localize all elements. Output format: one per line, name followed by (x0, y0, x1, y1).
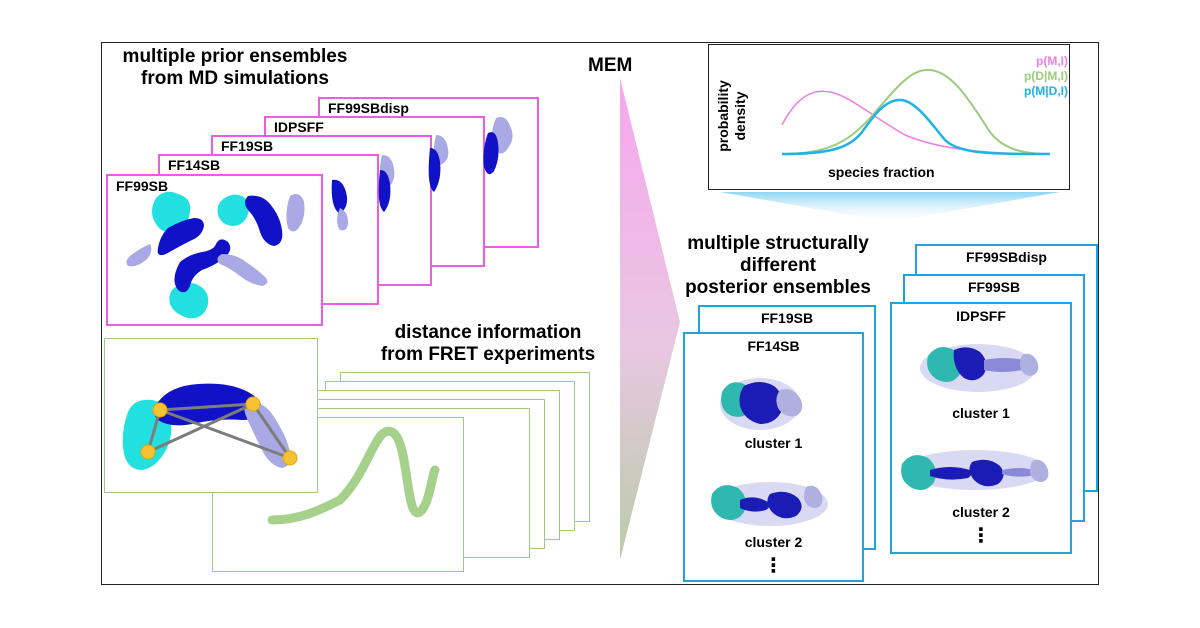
cluster-structure-left-1 (720, 378, 803, 430)
prior-structure-back (331, 117, 513, 231)
prior-card-label: FF99SB (116, 178, 169, 194)
more-clusters-ellipsis: ⋮ (763, 555, 784, 577)
plot-glow-arrow (720, 192, 1060, 222)
posterior-title: multiple structurally different posterio… (685, 233, 871, 298)
curve-likelihood (781, 68, 1051, 155)
posterior-card-label: FF99SBdisp (966, 249, 1047, 265)
probability-plot (708, 44, 1070, 190)
prior-ensembles-title: multiple prior ensembles from MD simulat… (122, 46, 348, 89)
prior-card-label: FF19SB (221, 138, 274, 154)
prior-card-label: FF14SB (168, 157, 221, 173)
curve-posterior (781, 98, 1051, 156)
cluster-structure-left-2 (711, 482, 828, 526)
posterior-card-idpsff: IDPSFF cluster 1 cluster 2 ⋮ (890, 302, 1072, 554)
posterior-card-label: FF99SB (967, 279, 1021, 295)
plot-legend: p(M,I) p(D|M,I) p(M|D,I) (990, 54, 1068, 99)
mem-label: MEM (588, 55, 633, 76)
prior-structure-front (126, 191, 305, 319)
cluster-structure-right-1 (920, 344, 1039, 392)
cluster-1-label: cluster 1 (744, 435, 803, 451)
plot-xlabel: species fraction (828, 164, 935, 180)
fret-dye-positions (140, 396, 298, 466)
prior-card-label: FF99SBdisp (328, 100, 409, 116)
posterior-card-label: IDPSFF (956, 308, 1006, 324)
prior-card-label: IDPSFF (274, 119, 324, 135)
figure-frame (101, 42, 1099, 585)
cluster-1-label: cluster 1 (952, 405, 1010, 421)
cluster-2-label: cluster 2 (744, 534, 803, 550)
fret-distance-curve (267, 426, 440, 525)
legend-posterior: p(M|D,I) (1023, 84, 1068, 98)
posterior-card-ff14sb: FF14SB cluster 1 cluster 2 ⋮ (683, 332, 864, 582)
more-clusters-ellipsis: ⋮ (971, 525, 991, 547)
fret-protein-dark-domain (154, 383, 262, 426)
posterior-card-label: FF19SB (760, 310, 814, 326)
fret-protein-light-domain (244, 403, 291, 468)
cluster-structure-right-2 (901, 450, 1049, 490)
legend-likelihood: p(D|M,I) (1023, 69, 1068, 83)
posterior-card-label: FF14SB (747, 338, 800, 354)
legend-prior: p(M,I) (1036, 54, 1068, 68)
fret-title: distance information from FRET experimen… (380, 322, 596, 365)
cluster-2-label: cluster 2 (952, 504, 1010, 520)
mem-arrow-shape (620, 78, 680, 560)
